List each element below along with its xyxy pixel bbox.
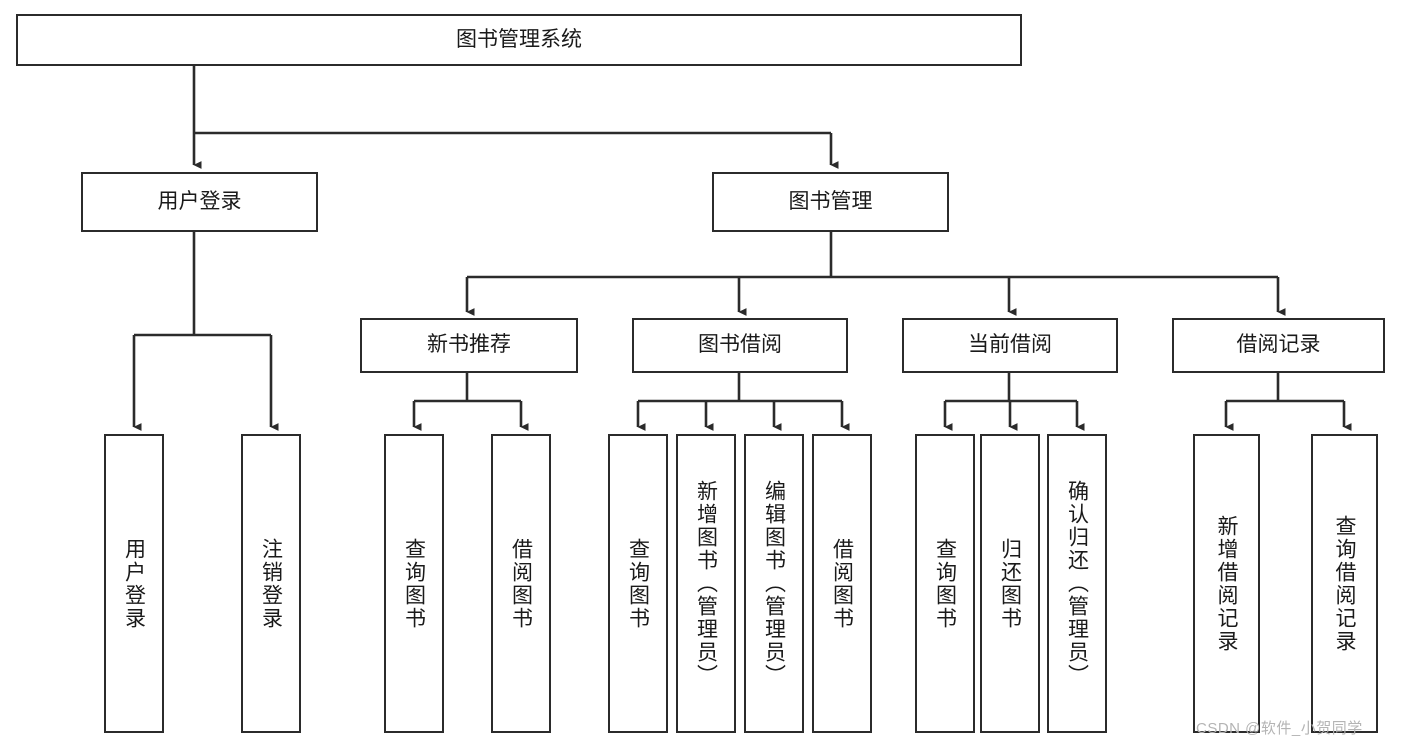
node-root-label: 图书管理系统 xyxy=(456,27,582,51)
node-book-borrow-label: 图书借阅 xyxy=(698,333,782,357)
node-current-borrow[interactable]: 当前借阅 xyxy=(902,318,1118,373)
node-leaf-query-book-3-label: 查询图书 xyxy=(933,537,957,630)
node-root[interactable]: 图书管理系统 xyxy=(16,14,1022,66)
node-leaf-query-book-3[interactable]: 查询图书 xyxy=(915,434,975,733)
node-current-borrow-label: 当前借阅 xyxy=(968,333,1052,357)
node-user-login[interactable]: 用户登录 xyxy=(81,172,318,232)
node-user-login-label: 用户登录 xyxy=(157,189,242,213)
node-new-book-recommend-label: 新书推荐 xyxy=(427,333,511,357)
node-borrow-record[interactable]: 借阅记录 xyxy=(1172,318,1385,373)
node-leaf-confirm-return[interactable]: 确认归还（管理员） xyxy=(1047,434,1107,733)
node-leaf-return-book-label: 归还图书 xyxy=(998,537,1022,630)
node-leaf-query-record[interactable]: 查询借阅记录 xyxy=(1311,434,1378,733)
node-leaf-logout-login[interactable]: 注销登录 xyxy=(241,434,301,733)
node-leaf-borrow-book-2-label: 借阅图书 xyxy=(830,537,854,630)
node-leaf-confirm-return-label: 确认归还（管理员） xyxy=(1065,480,1089,687)
node-book-borrow[interactable]: 图书借阅 xyxy=(632,318,848,373)
node-leaf-add-book-label: 新增图书（管理员） xyxy=(694,480,718,687)
node-leaf-edit-book-label: 编辑图书（管理员） xyxy=(762,480,786,687)
node-leaf-borrow-book-1[interactable]: 借阅图书 xyxy=(491,434,551,733)
node-book-management[interactable]: 图书管理 xyxy=(712,172,949,232)
node-leaf-query-record-label: 查询借阅记录 xyxy=(1333,514,1356,653)
node-leaf-query-book-2[interactable]: 查询图书 xyxy=(608,434,668,733)
node-leaf-query-book-2-label: 查询图书 xyxy=(626,537,650,630)
node-leaf-query-book-1-label: 查询图书 xyxy=(402,537,426,630)
node-leaf-user-login-label: 用户登录 xyxy=(122,537,146,630)
node-leaf-borrow-book-2[interactable]: 借阅图书 xyxy=(812,434,872,733)
node-leaf-logout-login-label: 注销登录 xyxy=(259,537,283,630)
node-leaf-return-book[interactable]: 归还图书 xyxy=(980,434,1040,733)
node-leaf-add-book[interactable]: 新增图书（管理员） xyxy=(676,434,736,733)
node-leaf-add-record[interactable]: 新增借阅记录 xyxy=(1193,434,1260,733)
node-leaf-user-login[interactable]: 用户登录 xyxy=(104,434,164,733)
node-leaf-edit-book[interactable]: 编辑图书（管理员） xyxy=(744,434,804,733)
node-leaf-borrow-book-1-label: 借阅图书 xyxy=(509,537,533,630)
node-leaf-add-record-label: 新增借阅记录 xyxy=(1215,514,1238,653)
node-book-management-label: 图书管理 xyxy=(788,189,873,213)
node-new-book-recommend[interactable]: 新书推荐 xyxy=(360,318,578,373)
csdn-watermark: CSDN @软件_小贺同学 xyxy=(1196,720,1363,737)
node-borrow-record-label: 借阅记录 xyxy=(1236,333,1321,357)
node-leaf-query-book-1[interactable]: 查询图书 xyxy=(384,434,444,733)
